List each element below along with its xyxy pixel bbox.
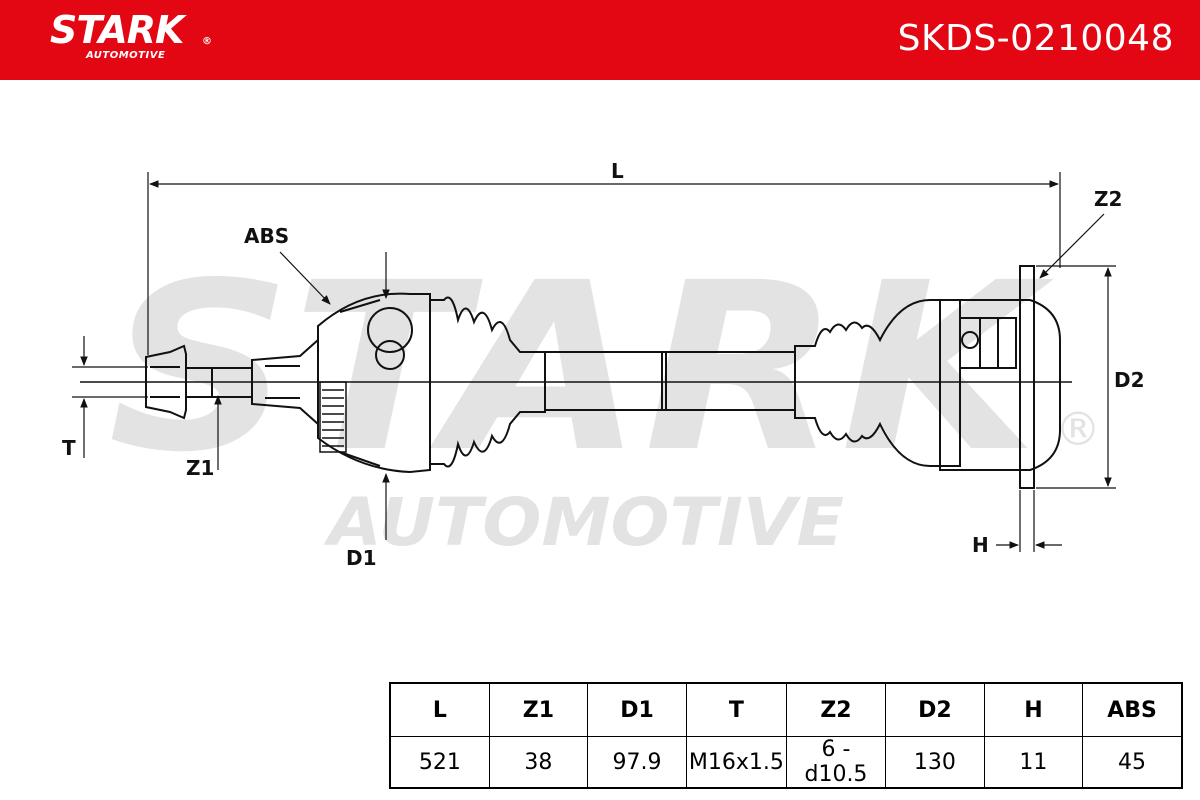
- stark-logo: STARK ® AUTOMOTIVE: [50, 8, 212, 61]
- spec-table: L Z1 D1 T Z2 D2 H ABS 521 38 97.9 M16x1.…: [389, 682, 1183, 789]
- spec-table-value-row: 521 38 97.9 M16x1.5 6 - d10.5 130 11 45: [389, 736, 1183, 789]
- header-bar: STARK ® AUTOMOTIVE SKDS-0210048: [0, 0, 1200, 80]
- header-cell-Z2: Z2: [785, 682, 887, 737]
- value-cell-Z1: 38: [488, 736, 589, 789]
- header-cell-ABS: ABS: [1082, 682, 1183, 737]
- label-D1: D1: [346, 546, 377, 570]
- value-cell-D1: 97.9: [587, 736, 687, 789]
- header-cell-H: H: [983, 682, 1084, 737]
- value-cell-ABS: 45: [1082, 736, 1183, 789]
- part-number: SKDS-0210048: [897, 18, 1174, 59]
- value-cell-Z2: 6 - d10.5: [785, 736, 887, 789]
- label-T: T: [62, 436, 76, 460]
- shaft-outline: [80, 265, 1072, 489]
- dimension-lines: [72, 172, 1116, 552]
- label-H: H: [972, 533, 989, 557]
- header-cell-L: L: [389, 682, 490, 737]
- spec-table-header-row: L Z1 D1 T Z2 D2 H ABS: [389, 682, 1183, 737]
- header-cell-T: T: [685, 682, 787, 737]
- label-Z2: Z2: [1094, 187, 1122, 211]
- header-cell-D2: D2: [885, 682, 985, 737]
- label-D2: D2: [1114, 368, 1145, 392]
- label-ABS: ABS: [244, 224, 289, 248]
- label-L: L: [611, 159, 624, 183]
- value-cell-D2: 130: [885, 736, 985, 789]
- header-cell-D1: D1: [587, 682, 687, 737]
- brand-registered-mark: ®: [202, 36, 212, 47]
- header-cell-Z1: Z1: [488, 682, 589, 737]
- brand-name: STARK: [50, 8, 184, 52]
- value-cell-T: M16x1.5: [685, 736, 787, 789]
- label-Z1: Z1: [186, 456, 214, 480]
- value-cell-H: 11: [983, 736, 1084, 789]
- value-cell-L: 521: [389, 736, 490, 789]
- brand-subtitle: AUTOMOTIVE: [86, 50, 166, 61]
